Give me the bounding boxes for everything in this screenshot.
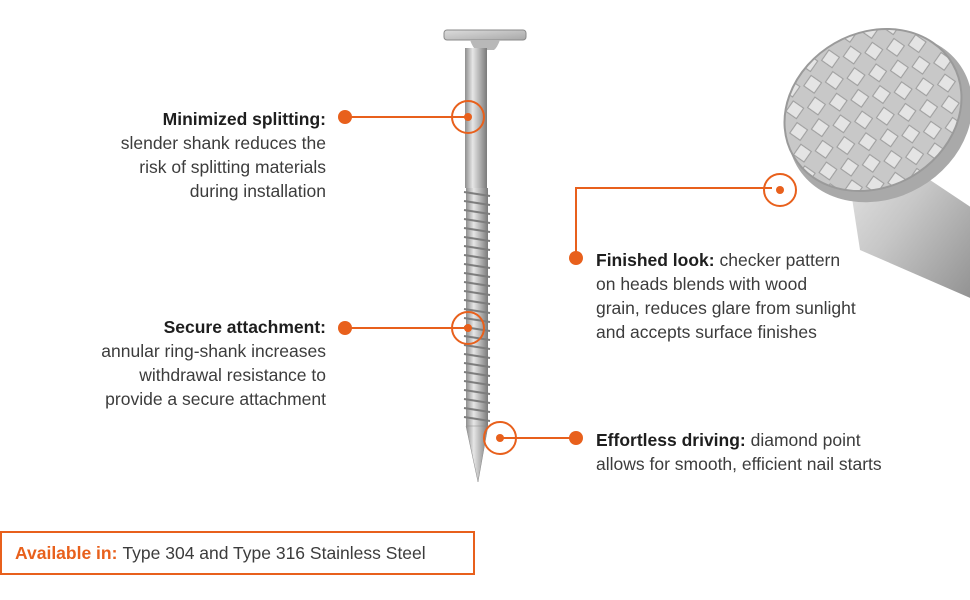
nail-ring [463, 398, 491, 404]
callout-line: provide a secure attachment [105, 389, 326, 409]
nail-ring [463, 290, 491, 296]
marker-dot-minimized-splitting [338, 110, 352, 124]
nail-ring [463, 407, 491, 413]
nail-ring [463, 200, 491, 206]
callout-effortless-driving: Effortless driving: diamond point allows… [596, 428, 936, 476]
callout-line: risk of splitting materials [139, 157, 326, 177]
nail-rings [463, 191, 491, 422]
callout-heading: Secure attachment: [163, 317, 326, 337]
callout-first-line: Effortless driving: diamond point [596, 428, 936, 452]
callout-lines [345, 116, 772, 439]
callout-heading: Effortless driving: [596, 430, 746, 450]
nail-ring [463, 191, 491, 197]
nail-diamond-point [465, 425, 489, 483]
marker-dot-finished-look [569, 251, 583, 265]
availability-text: Type 304 and Type 316 Stainless Steel [122, 542, 426, 563]
nail-ring [463, 416, 491, 422]
nail-ring [463, 308, 491, 314]
callout-line: on heads blends with wood [596, 274, 808, 294]
nail-head-closeup [783, 27, 970, 298]
callout-line: slender shank reduces the [120, 133, 326, 153]
callout-line: and accepts surface finishes [596, 322, 817, 342]
nail-ring [463, 299, 491, 305]
nail-ring [463, 218, 491, 224]
nail-head [443, 29, 527, 41]
callout-markers [338, 110, 784, 445]
nail-ring [463, 389, 491, 395]
nail-ring [463, 245, 491, 251]
callout-line: annular ring-shank increases [101, 341, 326, 361]
nail-ring [463, 254, 491, 260]
callout-line: diamond point [750, 430, 861, 450]
nail-ring [463, 353, 491, 359]
callout-line: withdrawal resistance to [139, 365, 326, 385]
callout-line: checker pattern [719, 250, 841, 270]
nail-smooth-shank [465, 48, 487, 188]
callout-minimized-splitting: Minimized splitting: slender shank reduc… [26, 107, 326, 203]
callout-secure-attachment: Secure attachment: annular ring-shank in… [6, 315, 326, 411]
nail-ring [463, 209, 491, 215]
nail-ring [463, 371, 491, 377]
nail-ring [463, 263, 491, 269]
nail-ring [463, 362, 491, 368]
nail-ring [463, 344, 491, 350]
callout-finished-look: Finished look: checker pattern on heads … [596, 248, 936, 344]
marker-dot-effortless-driving [569, 431, 583, 445]
availability-label: Available in: [15, 542, 118, 563]
nail-ring [463, 380, 491, 386]
nail-ring [463, 335, 491, 341]
nail-ring [463, 227, 491, 233]
nail-ring [463, 317, 491, 323]
nail [443, 29, 527, 483]
callout-first-line: Finished look: checker pattern [596, 248, 936, 272]
availability-box: Available in: Type 304 and Type 316 Stai… [0, 531, 475, 575]
nail-ring [463, 272, 491, 278]
callout-heading: Minimized splitting: [162, 109, 326, 129]
nail-ring [463, 236, 491, 242]
callout-heading: Finished look: [596, 250, 715, 270]
nail-ring [463, 281, 491, 287]
marker-dot-secure-attachment [338, 321, 352, 335]
callout-line: during installation [189, 181, 326, 201]
callout-line: grain, reduces glare from sunlight [596, 298, 856, 318]
callout-line: allows for smooth, efficient nail starts [596, 454, 882, 474]
callout-rings [451, 100, 797, 455]
